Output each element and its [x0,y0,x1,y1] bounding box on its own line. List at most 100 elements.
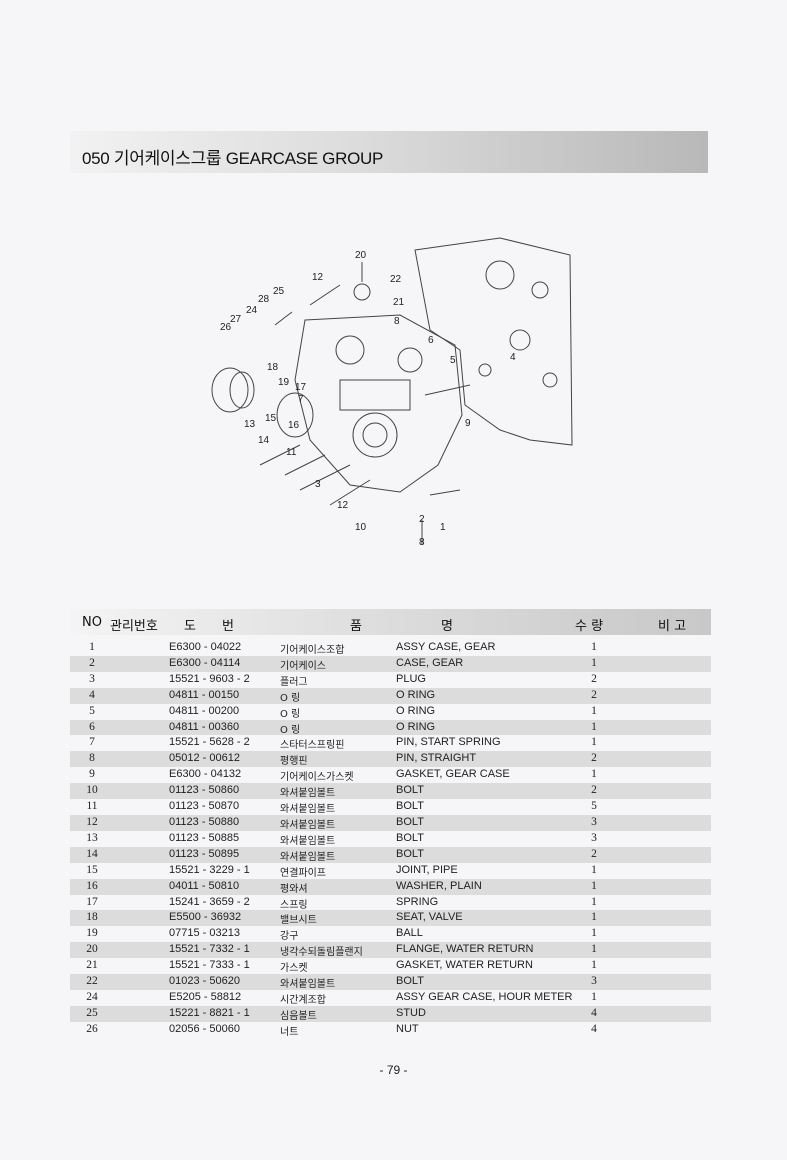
row-korean-name: 와셔붙임볼트 [280,819,336,831]
callout-2: 2 [419,514,425,525]
row-korean-name: 평와셔 [280,883,308,895]
row-part-number: 15521 - 5628 - 2 [169,736,250,749]
callout-14: 14 [258,435,270,446]
row-no: 26 [86,1022,98,1035]
row-no: 8 [89,752,95,765]
callout-24: 24 [246,305,258,316]
row-korean-name: 기어케이스 [280,660,326,672]
row-english-name: BOLT [396,847,424,860]
section-title: 050 기어케이스그룹 GEARCASE GROUP [82,149,384,168]
row-quantity: 1 [591,641,597,653]
row-part-number: E6300 - 04114 [169,656,241,669]
row-no: 4 [89,688,95,701]
row-quantity: 2 [591,784,597,797]
row-korean-name: 너트 [280,1026,299,1038]
row-english-name: PIN, START SPRING [396,736,501,749]
row-english-name: BOLT [396,815,424,828]
row-no: 12 [86,815,98,828]
callout-3: 3 [315,479,321,490]
row-korean-name: 심음볼트 [280,1010,317,1022]
callout-25: 25 [273,286,285,297]
callout-7: 7 [298,394,304,405]
row-quantity: 3 [591,831,597,844]
row-quantity: 2 [591,672,597,685]
row-english-name: ASSY CASE, GEAR [396,641,496,653]
row-no: 9 [89,768,95,781]
row-korean-name: 기어케이스조합 [280,645,345,656]
row-korean-name: 밸브시트 [280,915,317,927]
callout-9: 9 [465,418,471,429]
row-quantity: 1 [591,704,597,717]
callout-6: 6 [428,335,434,346]
row-english-name: O RING [396,720,436,733]
header-qty: 수 량 [575,619,604,634]
row-no: 21 [86,959,98,972]
header-no: NO [82,615,102,630]
callout-19: 19 [278,377,290,388]
callout-20: 20 [355,250,367,261]
row-korean-name: 플러그 [280,676,308,688]
callout-18: 18 [267,362,279,373]
row-korean-name: 가스켓 [280,963,308,975]
row-no: 25 [86,1006,98,1019]
row-quantity: 1 [591,895,597,908]
row-english-name: FLANGE, WATER RETURN [396,943,534,956]
row-quantity: 1 [591,656,597,669]
row-part-number: 15241 - 3659 - 2 [169,895,250,908]
row-english-name: BOLT [396,800,424,813]
row-korean-name: 연결파이프 [280,867,326,879]
callout-22: 22 [390,274,402,285]
row-english-name: O RING [396,688,436,701]
row-part-number: 01123 - 50870 [169,800,240,813]
row-english-name: BALL [396,927,423,940]
row-no: 14 [86,847,98,860]
row-part-number: 01123 - 50885 [169,831,240,844]
callout-13: 13 [244,419,256,430]
row-english-name: GASKET, GEAR CASE [396,768,510,781]
row-quantity: 1 [591,927,597,940]
row-korean-name: 와셔붙임볼트 [280,979,336,991]
row-english-name: WASHER, PLAIN [396,879,482,892]
row-part-number: E5205 - 58812 [169,990,242,1003]
row-quantity: 3 [591,815,597,828]
row-quantity: 1 [591,863,597,876]
row-english-name: JOINT, PIPE [396,863,458,876]
row-part-number: 05012 - 00612 [169,752,240,765]
row-english-name: BOLT [396,784,424,797]
row-korean-name: 와셔붙임볼트 [280,788,336,800]
parts-table-header: NO 관리번호 도 번 품 명 수 량 비 고 [70,609,711,635]
row-no: 24 [86,990,98,1003]
row-no: 22 [86,975,98,988]
row-english-name: PLUG [396,672,426,685]
row-korean-name: O 링 [280,692,301,704]
row-english-name: SPRING [396,895,439,908]
row-part-number: 01023 - 50620 [169,975,240,988]
header-remarks: 비 고 [658,619,687,634]
row-quantity: 2 [591,847,597,860]
callout-27: 27 [230,314,242,325]
row-no: 3 [89,672,95,685]
row-part-number: E5500 - 36932 [169,911,242,924]
row-part-number: 04811 - 00200 [169,704,240,717]
row-part-number: E6300 - 04022 [169,641,242,653]
row-korean-name: 와셔붙임볼트 [280,851,336,863]
header-name-b: 명 [441,619,453,634]
header-name-a: 품 [350,619,362,634]
callout-28: 28 [258,294,270,305]
callout-21: 21 [393,297,405,308]
row-quantity: 2 [591,752,597,765]
row-part-number: 04011 - 50810 [169,879,240,892]
section-title-bar: 050 기어케이스그룹 GEARCASE GROUP [70,131,708,173]
row-english-name: O RING [396,704,436,717]
row-part-number: 02056 - 50060 [169,1022,240,1035]
